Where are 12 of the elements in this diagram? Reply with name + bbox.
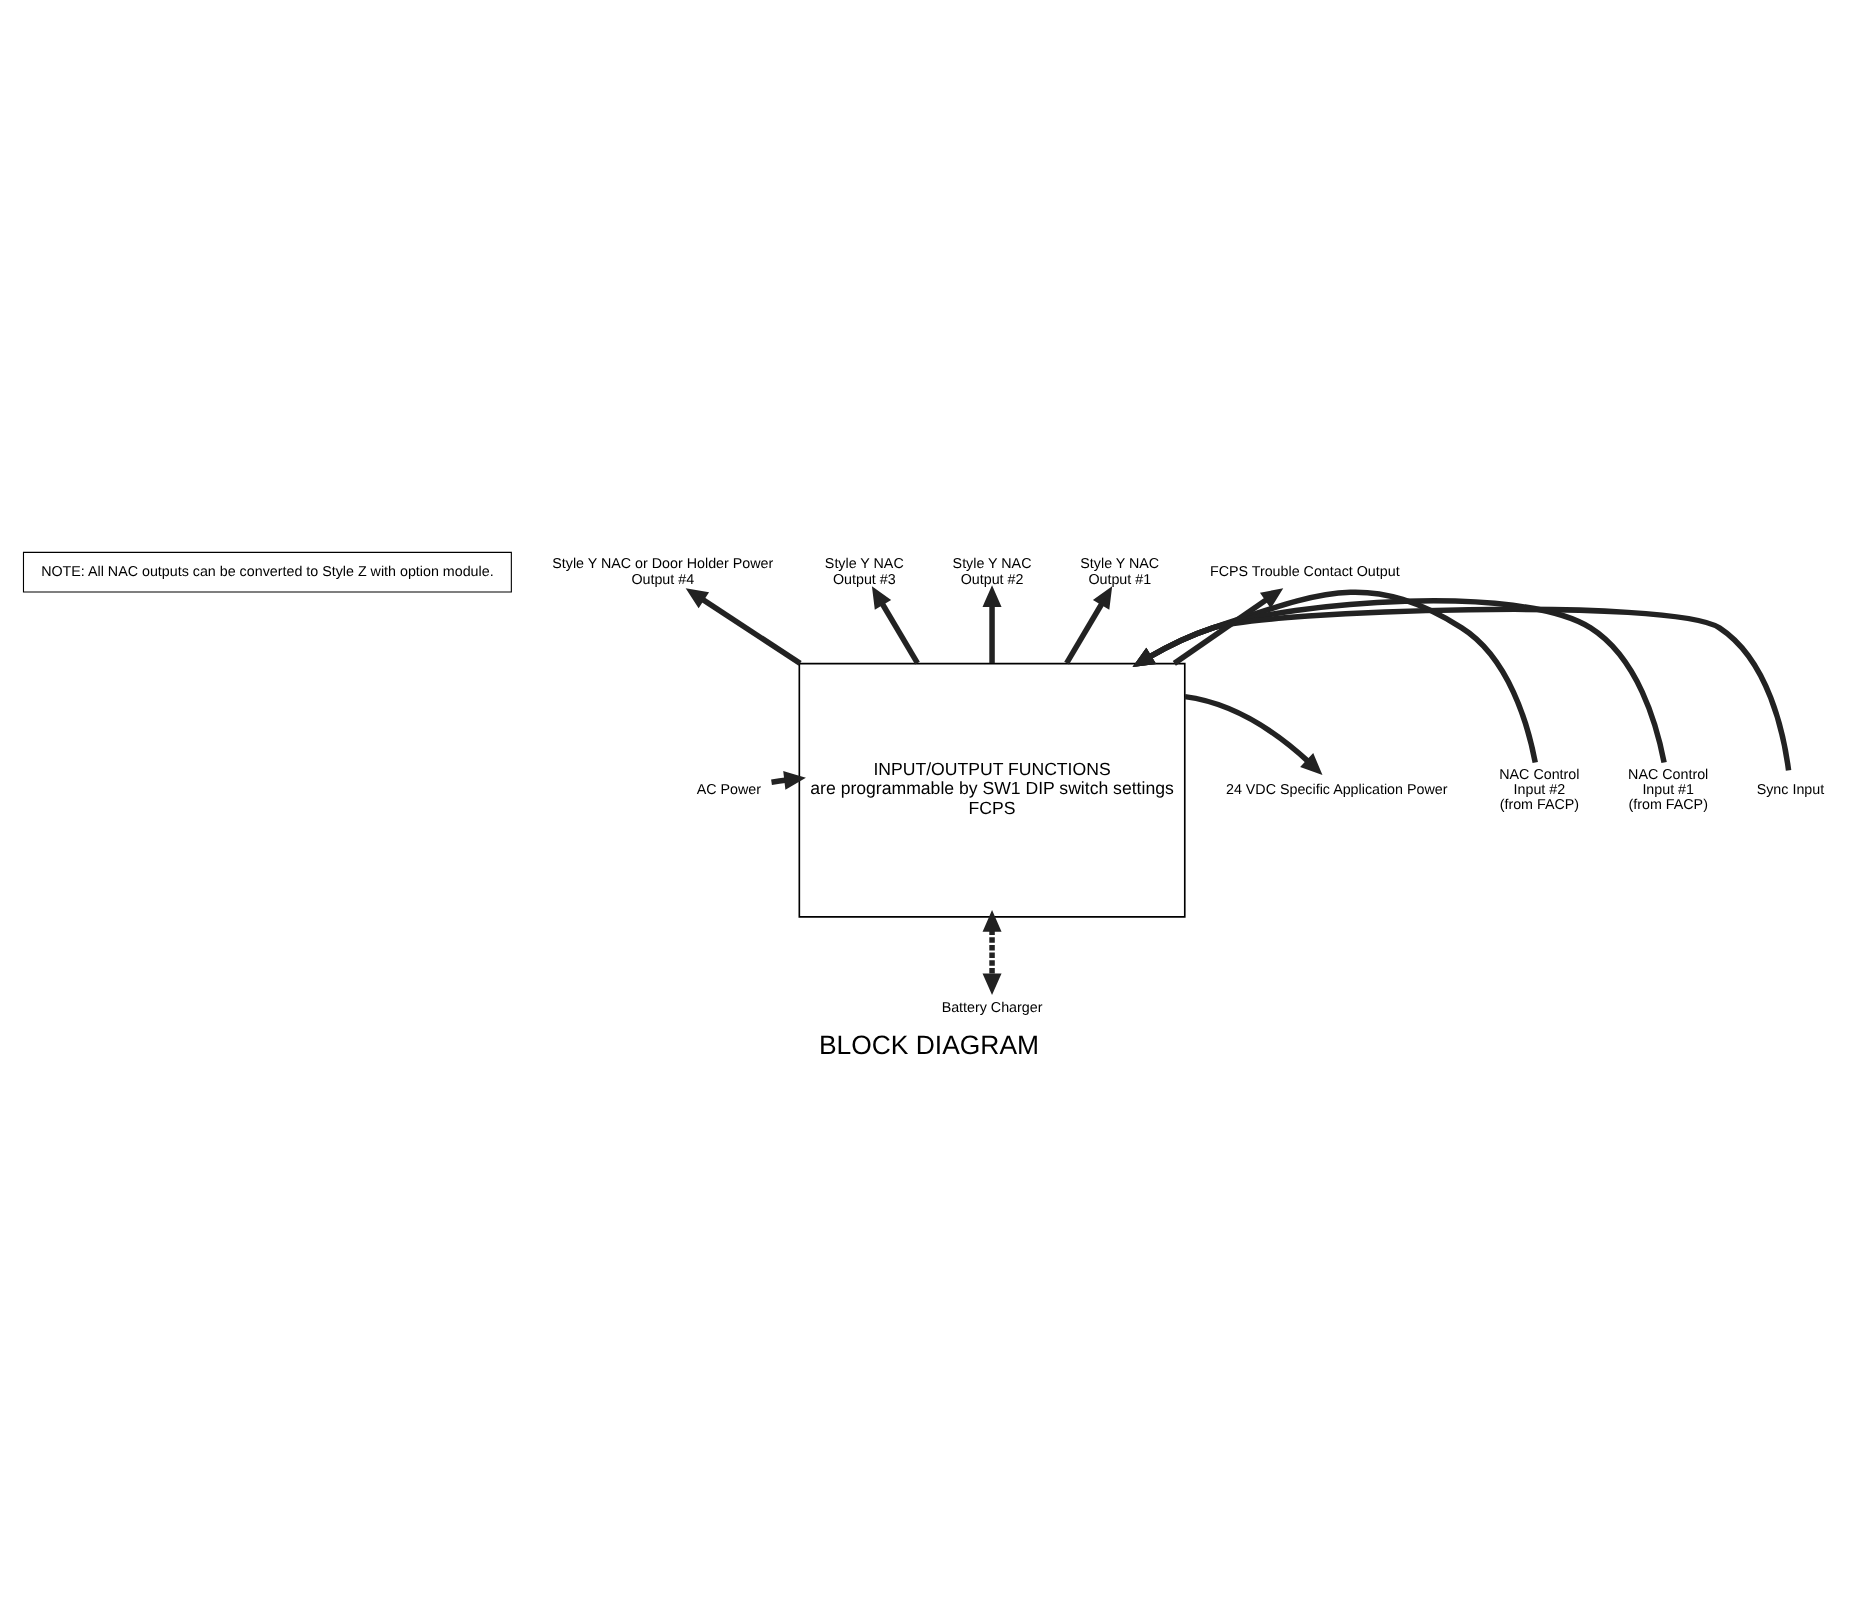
arrow <box>870 586 919 665</box>
arrow <box>1131 606 1791 771</box>
arrow <box>981 910 1001 996</box>
caption: BLOCK DIAGRAM <box>817 1029 1039 1060</box>
arrow <box>684 588 801 666</box>
arrow <box>1131 589 1537 764</box>
arrow <box>1063 586 1112 665</box>
arrow <box>1183 693 1322 775</box>
arrow <box>981 585 1001 664</box>
node-box: INPUT/OUTPUT FUNCTIONS are programmable by SW1 DIP switch settings FCPS <box>797 662 1185 918</box>
arrow <box>1131 598 1666 764</box>
arrow <box>1171 588 1283 666</box>
